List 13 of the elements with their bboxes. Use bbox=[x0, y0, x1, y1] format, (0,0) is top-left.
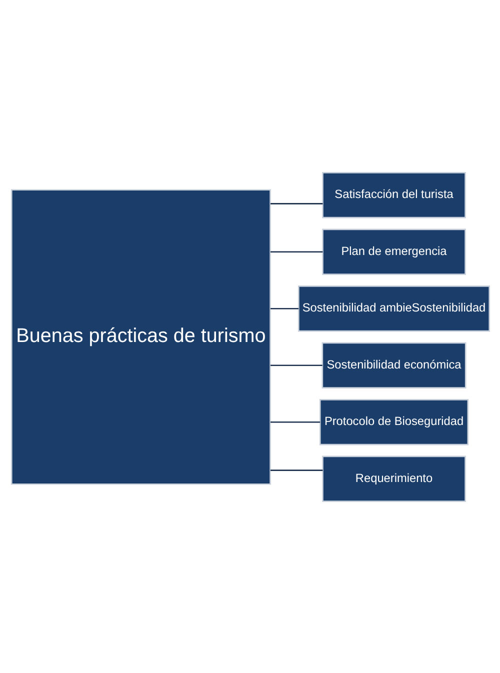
connector bbox=[270, 420, 320, 422]
node-box: Plan de emergencia bbox=[322, 228, 466, 274]
connector bbox=[270, 307, 298, 309]
connector bbox=[270, 202, 322, 204]
node-box: Sostenibilidad económica bbox=[321, 342, 466, 388]
connector bbox=[270, 469, 322, 470]
node-box: Requerimiento bbox=[322, 455, 466, 502]
connector bbox=[270, 250, 322, 252]
connector bbox=[270, 364, 322, 366]
node-box: Sostenibilidad ambieSostenibilidad bbox=[298, 285, 490, 332]
node-box: Buenas prácticas de turismo bbox=[10, 188, 270, 484]
node-box: Protocolo de Bioseguridad bbox=[318, 398, 468, 445]
node-box: Satisfacción del turista bbox=[322, 172, 466, 218]
